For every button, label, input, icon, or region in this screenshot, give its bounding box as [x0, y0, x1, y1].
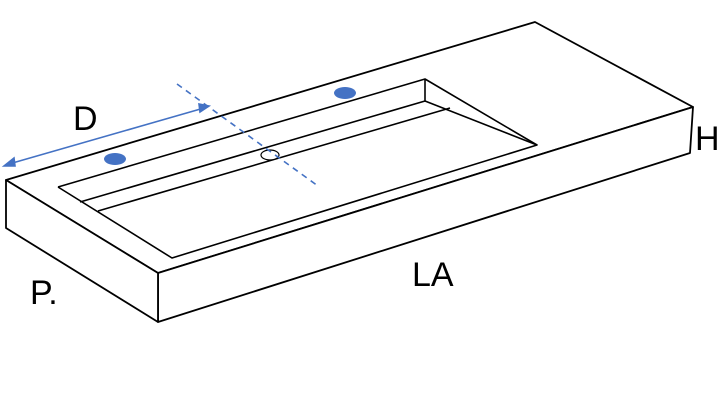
depth-dimension-arrow	[1, 102, 212, 167]
height-label: H	[695, 120, 720, 158]
basin-slab	[5, 21, 694, 323]
center-axis-line	[176, 83, 319, 187]
drain-icon	[260, 149, 280, 161]
projection-label: P.	[30, 274, 58, 312]
depth-label: D	[73, 100, 98, 138]
slab-side-face	[5, 179, 159, 323]
length-label: LA	[412, 256, 454, 294]
basin-floor-ramp	[424, 100, 538, 146]
tap-hole-icon	[334, 87, 356, 99]
tap-hole-icon	[104, 153, 126, 165]
basin-back-wall-bottom	[79, 100, 426, 203]
